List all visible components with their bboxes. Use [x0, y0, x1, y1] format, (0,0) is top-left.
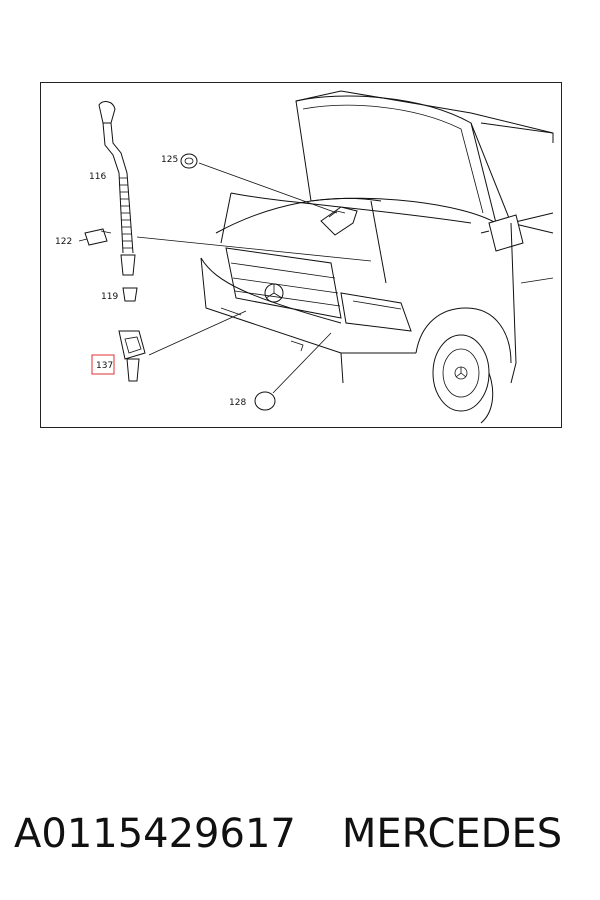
- nozzle-clip: [320, 206, 358, 236]
- hose-116: [98, 101, 136, 276]
- leader-lines: [136, 162, 372, 394]
- clip-122: [78, 228, 112, 246]
- callout-125: 125: [161, 155, 178, 165]
- callout-116: 116: [89, 172, 106, 182]
- callout-137-highlight-box: [91, 354, 115, 375]
- product-caption: A0115429617 MERCEDES: [14, 804, 586, 864]
- callout-137: 137: [96, 361, 113, 371]
- grommet-125: [180, 153, 198, 169]
- parts-diagram: 116 125 122 119 137 128: [40, 82, 562, 428]
- van-front-diagram-svg: 116 125 122 119 137 128: [55, 90, 554, 424]
- washer-nozzle-137: [118, 330, 146, 382]
- brand-name: MERCEDES: [341, 811, 563, 857]
- callout-119: 119: [101, 292, 118, 302]
- cap-128: [254, 391, 276, 411]
- van-illustration: [200, 90, 554, 424]
- callout-128: 128: [229, 398, 246, 408]
- connector-119: [122, 287, 138, 302]
- callout-122: 122: [55, 237, 72, 247]
- part-number: A0115429617: [14, 811, 296, 857]
